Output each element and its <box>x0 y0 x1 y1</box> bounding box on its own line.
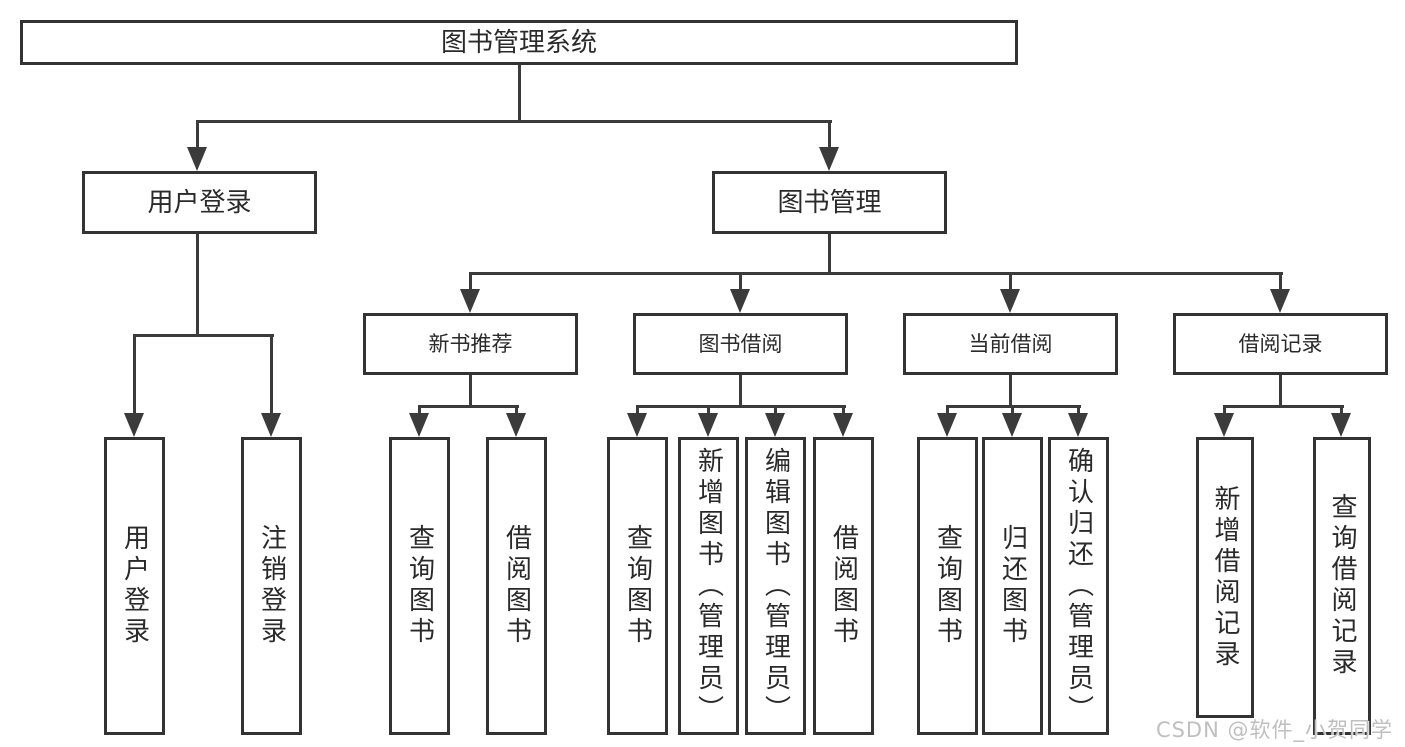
leaf-query-books-borrowing: 查询图书 <box>607 437 668 735</box>
connector-line <box>828 120 831 149</box>
arrowhead <box>937 413 957 437</box>
arrowhead <box>506 413 526 437</box>
arrowhead <box>124 413 144 437</box>
leaf-edit-books-admin: 编辑图书（管理员） <box>745 437 806 735</box>
connector-line <box>418 405 421 415</box>
watermark: CSDN @软件_小贺同学 <box>1155 718 1393 742</box>
arrowhead <box>730 289 750 313</box>
arrowhead <box>833 413 853 437</box>
arrowhead <box>1002 413 1022 437</box>
connector-line <box>1223 405 1226 415</box>
leaf-query-books-current: 查询图书 <box>917 437 978 735</box>
arrowhead <box>460 289 480 313</box>
arrowhead <box>1068 413 1088 437</box>
arrowhead <box>187 147 207 171</box>
arrowhead <box>409 413 429 437</box>
leaf-confirm-return-admin: 确认归还（管理员） <box>1048 437 1109 735</box>
connector-line <box>739 272 742 291</box>
leaf-logout: 注销登录 <box>241 437 302 735</box>
connector-line <box>1009 272 1012 291</box>
connector-line <box>1009 375 1012 408</box>
arrowhead <box>819 147 839 171</box>
arrowhead <box>261 413 281 437</box>
leaf-add-books-admin: 新增图书（管理员） <box>678 437 739 735</box>
connector-line <box>636 405 639 415</box>
node-book-management: 图书管理 <box>712 171 947 234</box>
connector-line <box>828 234 831 275</box>
connector-line <box>1279 375 1282 408</box>
node-new-book-recommendation: 新书推荐 <box>363 313 578 375</box>
connector-line <box>1279 272 1282 291</box>
connector-line <box>196 120 199 149</box>
connector-line <box>196 120 832 123</box>
connector-line <box>1223 405 1344 408</box>
connector-line <box>1077 405 1080 415</box>
node-borrowing-records: 借阅记录 <box>1173 313 1388 375</box>
node-user-login: 用户登录 <box>82 171 317 234</box>
connector-line <box>707 405 710 415</box>
connector-line <box>774 405 777 415</box>
connector-line <box>469 375 472 408</box>
arrowhead <box>765 413 785 437</box>
connector-line <box>133 334 274 337</box>
connector-line <box>515 405 518 415</box>
leaf-user-login: 用户登录 <box>104 437 165 735</box>
connector-line <box>739 375 742 408</box>
leaf-borrow-books: 借阅图书 <box>813 437 874 735</box>
connector-line <box>946 405 949 415</box>
connector-line <box>1011 405 1014 415</box>
connector-line <box>1340 405 1343 415</box>
arrowhead <box>1270 289 1290 313</box>
connector-line <box>842 405 845 415</box>
leaf-add-borrow-record: 新增借阅记录 <box>1196 437 1254 718</box>
node-current-borrowing: 当前借阅 <box>903 313 1118 375</box>
arrowhead <box>627 413 647 437</box>
connector-line <box>133 334 136 415</box>
connector-line <box>469 272 472 291</box>
connector-line <box>469 272 1283 275</box>
connector-line <box>636 405 846 408</box>
leaf-borrow-books-recommend: 借阅图书 <box>486 437 547 735</box>
arrowhead <box>1214 413 1234 437</box>
leaf-query-borrow-record: 查询借阅记录 <box>1313 437 1371 735</box>
connector-line <box>418 405 519 408</box>
node-book-borrowing: 图书借阅 <box>633 313 848 375</box>
leaf-return-books: 归还图书 <box>982 437 1043 735</box>
connector-line <box>270 334 273 415</box>
leaf-query-books-recommend: 查询图书 <box>389 437 450 735</box>
node-library-management-system: 图书管理系统 <box>20 20 1018 65</box>
arrowhead <box>1331 413 1351 437</box>
arrowhead <box>1000 289 1020 313</box>
arrowhead <box>698 413 718 437</box>
connector-line <box>518 63 521 121</box>
connector-line <box>196 234 199 337</box>
